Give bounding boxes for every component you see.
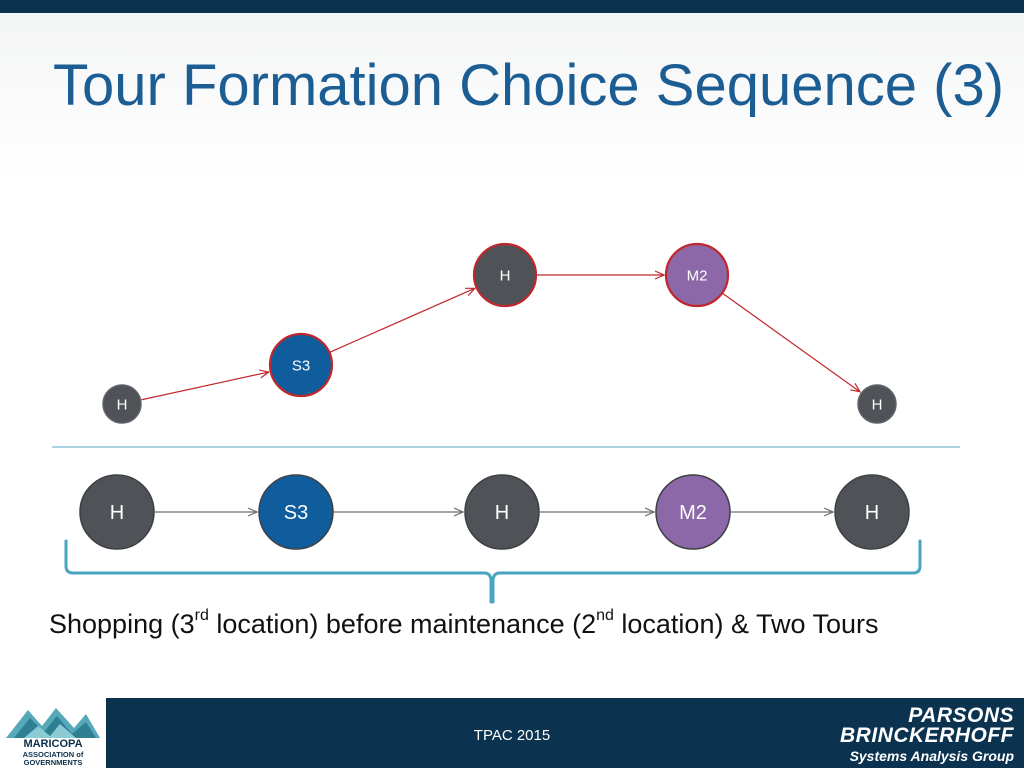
maricopa-logo-line1: MARICOPA	[23, 738, 83, 750]
lower-node-label: S3	[284, 502, 308, 524]
upper-node-h1: H	[102, 384, 142, 424]
lower-node-label: H	[495, 502, 509, 524]
maricopa-logo-line3: GOVERNMENTS	[23, 758, 83, 767]
footer-bar: MARICOPA ASSOCIATION of GOVERNMENTS TPAC…	[0, 698, 1024, 768]
lower-node-ls3: S3	[258, 474, 334, 550]
lower-node-label: H	[865, 502, 879, 524]
upper-node-h3: H	[857, 384, 897, 424]
caption-superscript-nd: nd	[596, 607, 614, 624]
lower-node-lh3: H	[834, 474, 910, 550]
upper-node-label: H	[500, 267, 511, 284]
maricopa-logo-line2: ASSOCIATION of	[22, 750, 84, 759]
upper-node-h2: H	[472, 242, 538, 308]
lower-node-circle	[655, 474, 731, 550]
lower-node-lh2: H	[464, 474, 540, 550]
mountains-icon	[6, 708, 100, 738]
upper-node-label: M2	[687, 267, 708, 284]
caption-superscript-rd: rd	[194, 607, 209, 624]
upper-node-label: H	[117, 396, 128, 413]
upper-node-label: H	[872, 396, 883, 413]
pb-logo-line3: Systems Analysis Group	[849, 748, 1014, 764]
grouping-brace	[64, 539, 922, 604]
caption-text-1: Shopping (3	[49, 609, 195, 639]
upper-node-s3: S3	[268, 332, 334, 398]
upper-node-label: S3	[292, 357, 310, 374]
lower-node-lm2: M2	[655, 474, 731, 550]
pb-logo-line1: PARSONS	[908, 704, 1014, 727]
upper-arrow	[330, 288, 475, 353]
top-accent-bar	[0, 0, 1024, 13]
upper-node-m2: M2	[664, 242, 730, 308]
upper-arrow	[141, 372, 269, 401]
upper-node-circle	[102, 384, 142, 424]
lower-node-label: M2	[679, 502, 707, 524]
lower-node-lh1: H	[79, 474, 155, 550]
maricopa-logo: MARICOPA ASSOCIATION of GOVERNMENTS	[0, 698, 106, 768]
slide-title: Tour Formation Choice Sequence (3)	[53, 53, 1005, 118]
diagram-caption: Shopping (3rd location) before maintenan…	[49, 607, 879, 640]
upper-node-circle	[857, 384, 897, 424]
caption-text-3: location) & Two Tours	[613, 609, 879, 639]
upper-arrow	[722, 293, 860, 392]
pb-logo-line2: BRINCKERHOFF	[840, 724, 1014, 747]
lower-node-circle	[834, 474, 910, 550]
lower-node-label: H	[110, 502, 124, 524]
parsons-brinckerhoff-logo: PARSONS BRINCKERHOFF Systems Analysis Gr…	[840, 704, 1014, 765]
upper-node-circle	[664, 242, 730, 308]
lower-node-circle	[258, 474, 334, 550]
lower-node-circle	[79, 474, 155, 550]
upper-node-circle	[472, 242, 538, 308]
lower-node-circle	[464, 474, 540, 550]
caption-text-2: location) before maintenance (2	[208, 609, 597, 639]
upper-node-circle	[268, 332, 334, 398]
footer-event-label: TPAC 2015	[473, 727, 551, 744]
